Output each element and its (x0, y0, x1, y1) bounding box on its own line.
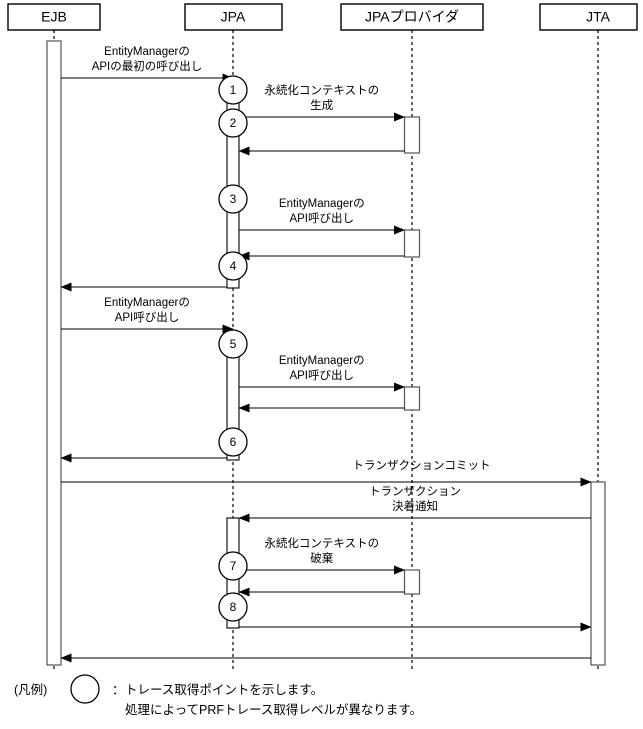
trace-point-number-3: 3 (230, 192, 237, 206)
trace-point-7: 7 (218, 551, 248, 581)
legend-trace-point-icon (70, 674, 100, 704)
lifeline-jta: JTA (539, 3, 638, 672)
lifeline-provider: JPAプロバイダ (340, 3, 484, 672)
trace-point-circle-6 (218, 427, 248, 457)
message-label-m8-line-1: EntityManagerの (279, 355, 365, 367)
trace-point-number-1: 1 (230, 83, 237, 97)
message-label-m13-line-2: 破棄 (310, 551, 333, 565)
activation-bar-act-prov-4 (403, 569, 421, 595)
lifeline-header-box-provider (340, 3, 484, 31)
lifeline-header-box-jta (539, 3, 638, 31)
trace-point-circle-8 (218, 592, 248, 622)
lifelines-group: EJB JPA JPAプロバイダ JTA (7, 3, 638, 672)
trace-points-group: 1 2 3 4 5 6 7 8 (218, 75, 248, 622)
lifeline-title-jpa: JPA (221, 9, 246, 25)
message-label-m11: トランザクションコミット (353, 459, 491, 472)
message-label-m1-line-1: EntityManagerの (104, 46, 190, 58)
trace-point-6: 6 (218, 427, 248, 457)
trace-point-circle-2 (218, 108, 248, 138)
message-label-m12-line-1: トランザクション (369, 485, 461, 498)
trace-point-circle-7 (218, 551, 248, 581)
trace-point-8: 8 (218, 592, 248, 622)
legend-description-line-2: 処理によってPRFトレース取得レベルが異なります。 (125, 702, 422, 717)
message-label-m2-line-1: 永続化コンテキストの (264, 83, 379, 97)
trace-point-number-2: 2 (230, 116, 237, 130)
trace-point-number-7: 7 (230, 559, 237, 573)
lifeline-header-box-ejb (7, 3, 101, 31)
message-label-m8-line-2: API呼び出し (289, 368, 354, 382)
activation-bar-act-prov-1 (403, 116, 421, 154)
legend: (凡例) ： トレース取得ポイントを示します。 処理によってPRFトレース取得レ… (14, 674, 422, 717)
message-label-m2-line-2: 生成 (310, 98, 333, 112)
message-label-m12-line-2: 決着通知 (392, 499, 438, 513)
message-label-m13-line-1: 永続化コンテキストの (264, 536, 379, 550)
message-label-m7-line-1: EntityManagerの (104, 297, 190, 309)
trace-point-2: 2 (218, 108, 248, 138)
message-m11: トランザクションコミット (61, 459, 592, 487)
messages-group: EntityManagerのAPIの最初の呼び出し永続化コンテキストの生成Ent… (60, 46, 592, 663)
activation-bar-act-prov-2 (403, 229, 421, 258)
trace-point-4: 4 (218, 251, 248, 281)
trace-point-circle-1 (218, 75, 248, 105)
lifeline-title-provider: JPAプロバイダ (365, 9, 459, 25)
trace-point-3: 3 (218, 184, 248, 214)
activations-group (46, 40, 606, 666)
lifeline-title-jta: JTA (586, 9, 611, 25)
legend-colon: ： (112, 683, 125, 697)
trace-point-circle-5 (218, 329, 248, 359)
legend-description-line-1: トレース取得ポイントを示します。 (125, 682, 323, 697)
activation-bar-act-prov-3 (403, 386, 421, 411)
trace-point-number-4: 4 (230, 259, 237, 273)
trace-point-circle-3 (218, 184, 248, 214)
message-label-m4-line-1: EntityManagerの (279, 198, 365, 210)
message-label-m4-line-2: API呼び出し (289, 211, 354, 225)
trace-point-5: 5 (218, 329, 248, 359)
message-label-m7-line-2: API呼び出し (115, 310, 180, 324)
trace-point-1: 1 (218, 75, 248, 105)
trace-point-circle-4 (218, 251, 248, 281)
trace-point-number-6: 6 (230, 435, 237, 449)
activation-bar-act-ejb (46, 40, 62, 666)
trace-point-number-5: 5 (230, 337, 237, 351)
lifeline-header-box-jpa (184, 3, 283, 31)
trace-point-number-8: 8 (230, 600, 237, 614)
activation-bar-act-jta-1 (590, 481, 606, 666)
message-label-m1-line-2: APIの最初の呼び出し (92, 59, 203, 73)
legend-prefix-label: (凡例) (14, 683, 47, 697)
lifeline-title-ejb: EJB (41, 9, 67, 25)
